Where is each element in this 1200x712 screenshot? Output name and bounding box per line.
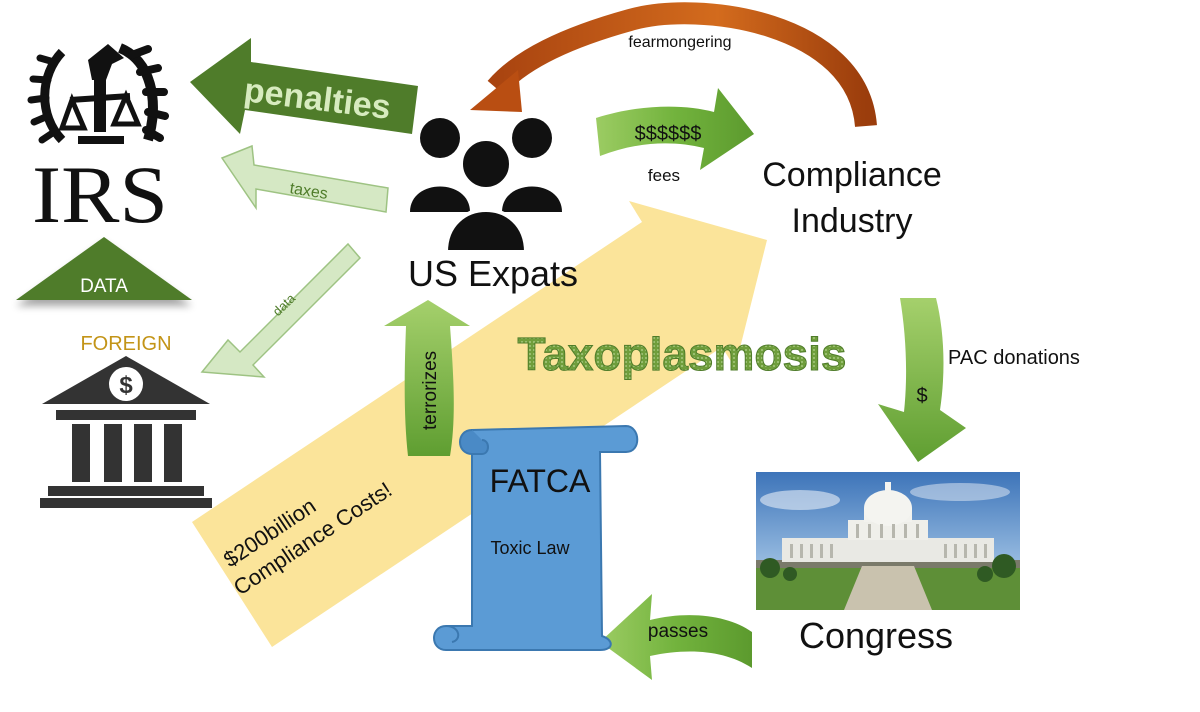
terrorizes-arrow: terrorizes [384,300,470,456]
pac-donations-arrow-shape [878,298,966,462]
bank-icon: $ [40,356,212,508]
capitol-building-photo [756,472,1020,610]
taxes-arrow-shape [220,144,389,213]
fatca-scroll: FATCA Toxic Law [433,424,639,651]
compliance-industry-line2: Industry [792,202,913,240]
fatca-scroll-shape [433,424,639,651]
penalties-arrow-shape [190,38,418,134]
compliance-costs-arrow-shape [192,201,767,647]
irs-logo-text: IRS [32,149,168,240]
money-label: $$$$$$ [635,123,702,145]
bank-dollar-symbol: $ [119,372,133,399]
passes-arrow-shape [600,594,752,680]
fatca-subtitle: Toxic Law [490,538,570,558]
terrorizes-label: terrorizes [420,351,441,430]
us-expats-label: US Expats [408,253,578,294]
congress-label: Congress [799,615,953,656]
data-pyramid: DATA [16,237,192,300]
pac-donations-arrow: $ PAC donations [878,298,1080,462]
compliance-costs-arrow: $200billion Compliance Costs! [192,201,767,647]
fearmongering-arrow: fearmongering [470,2,877,128]
fees-arrow-shape [596,88,754,170]
data-pyramid-label: DATA [80,276,128,297]
terrorizes-arrow-shape [384,300,470,456]
taxoplasmosis-title: Taxoplasmosis [518,328,847,380]
data-arrow-shape [200,242,362,378]
taxes-arrow: taxes [220,144,389,213]
data-arrow: data [200,242,362,378]
penalties-arrow: penalties [190,38,418,134]
taxes-label: taxes [288,180,328,203]
fearmongering-arrow-body [487,2,877,128]
fees-label: fees [648,166,680,185]
congress: Congress [756,472,1020,656]
people-group-icon [410,118,562,254]
data-pyramid-shape [16,237,192,300]
passes-arrow: passes [600,594,752,680]
passes-label: passes [648,621,708,642]
eagle-icon [27,43,169,144]
foreign-bank: FOREIGN $ [40,333,212,508]
irs-logo: IRS [27,43,169,240]
us-expats: US Expats [408,118,578,294]
fearmongering-arrow-head [470,70,522,112]
fearmongering-label: fearmongering [628,34,731,51]
fatca-title: FATCA [490,463,591,499]
foreign-bank-label: FOREIGN [80,333,171,355]
compliance-industry: Compliance Industry [762,156,942,240]
pac-dollar-label: $ [916,385,927,407]
pac-donations-label: PAC donations [948,347,1080,369]
compliance-industry-line1: Compliance [762,156,942,194]
fees-arrow: $$$$$$ fees [596,88,754,185]
